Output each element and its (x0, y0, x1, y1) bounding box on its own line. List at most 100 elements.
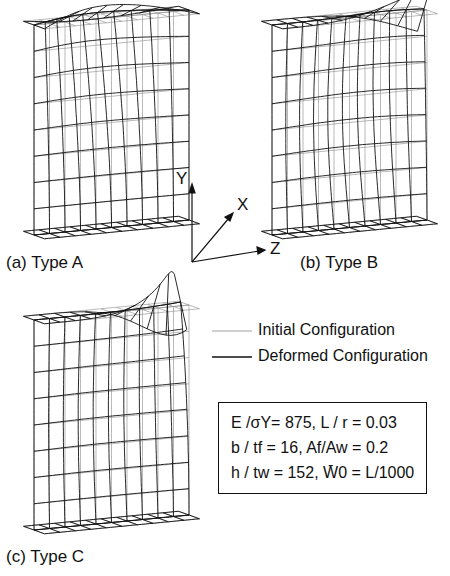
deformed-mesh-line (34, 10, 189, 25)
deformed-mesh-line (34, 383, 186, 399)
initial-mesh-line (34, 436, 189, 451)
initial-mesh-line (34, 168, 189, 183)
deformed-mesh-line (34, 10, 189, 25)
deformed-mesh-line (272, 194, 427, 209)
initial-mesh-line (34, 89, 189, 104)
deformed-mesh-line (262, 21, 283, 29)
deformed-mesh-line (114, 11, 127, 226)
initial-mesh-line (272, 220, 427, 235)
deformed-mesh-line (272, 115, 426, 130)
deformed-mesh-line (34, 489, 189, 504)
initial-mesh-line (34, 141, 189, 156)
deformed-mesh-line (300, 22, 303, 232)
deformed-mesh-line (328, 18, 334, 229)
deformed-mesh-line (283, 0, 431, 29)
deformed-mesh-line (98, 13, 112, 228)
deformed-mesh-line (272, 141, 426, 156)
initial-mesh-line (272, 63, 427, 78)
deformed-mesh-line (418, 0, 431, 31)
axis-label: Y (176, 170, 187, 189)
deformed-mesh-line (78, 315, 80, 525)
initial-mesh-line (272, 220, 427, 235)
deformed-mesh-line (389, 11, 396, 223)
deformed-mesh-line (24, 316, 45, 324)
panel-caption: (b) Type B (300, 254, 378, 273)
deformed-mesh-line (272, 62, 425, 78)
deformed-mesh-line (34, 302, 181, 320)
legend-line-sample (210, 346, 254, 368)
deformed-mesh-line (24, 526, 45, 534)
deformed-mesh-line (34, 515, 189, 530)
girder-type-a (24, 5, 200, 239)
deformed-mesh-line (272, 88, 425, 104)
parameter-text: E /σY= 875, L / r = 0.03 (231, 411, 414, 436)
legend-text: Initial Configuration (258, 321, 395, 339)
legend-line (212, 356, 252, 357)
deformed-mesh-line (34, 515, 189, 530)
deformed-mesh-line (24, 231, 45, 239)
deformed-mesh-line (262, 231, 283, 239)
deformed-mesh-line (34, 220, 189, 235)
deformed-mesh-line (373, 12, 381, 224)
parameter-text: b / tf = 16, Af/Aw = 0.2 (231, 436, 414, 461)
legend-line-sample (210, 320, 254, 342)
deformed-mesh-line (272, 167, 427, 182)
deformed-mesh-line (272, 35, 425, 51)
deformed-mesh-line (24, 21, 45, 29)
deformed-mesh-line (139, 309, 142, 520)
initial-mesh-line (272, 115, 427, 130)
deformed-mesh-line (283, 224, 438, 239)
deformed-mesh-line (45, 224, 200, 239)
deformed-mesh-line (357, 14, 365, 226)
legend-line (212, 331, 252, 332)
deformed-mesh-line (108, 312, 111, 522)
initial-mesh-line (34, 489, 189, 504)
initial-mesh-line (34, 410, 189, 425)
deformed-mesh-line (34, 462, 189, 477)
deformed-mesh-line (34, 89, 189, 104)
initial-mesh-line (272, 194, 427, 209)
deformed-mesh-line (342, 16, 349, 227)
deformed-mesh-line (34, 436, 188, 452)
initial-mesh-line (34, 115, 189, 130)
axis-triad (189, 184, 265, 262)
panel-caption: (c) Type C (6, 548, 84, 567)
initial-mesh-line (34, 36, 189, 51)
deformed-mesh-line (272, 220, 427, 235)
deformed-mesh-line (63, 317, 65, 527)
deformed-mesh-line (34, 141, 189, 156)
deformed-mesh-line (34, 329, 183, 346)
deformed-mesh-line (93, 314, 96, 524)
deformed-mesh-line (124, 310, 127, 521)
deformed-mesh-line (272, 9, 424, 25)
initial-mesh-line (34, 384, 189, 399)
deformed-mesh-line (45, 519, 200, 534)
deformed-mesh-line (286, 24, 288, 234)
initial-mesh-line (34, 463, 189, 478)
parameter-text: h / tw = 152, W̄0 = L/1000 (231, 461, 414, 486)
deformed-mesh-line (24, 216, 179, 231)
deformed-mesh-line (262, 216, 417, 231)
initial-mesh-line (24, 511, 179, 526)
axis-label: Z (270, 240, 280, 259)
initial-mesh-line (272, 141, 427, 156)
deformed-mesh-line (34, 63, 189, 78)
deformed-mesh-line (398, 0, 415, 26)
deformed-mesh-line (34, 302, 181, 320)
deformed-mesh-line (45, 272, 175, 324)
girder-type-b (262, 0, 438, 239)
initial-mesh-line (262, 216, 417, 231)
deformed-mesh-line (24, 511, 179, 526)
initial-mesh-line (34, 63, 189, 78)
deformed-mesh-line (83, 14, 96, 229)
initial-mesh-line (24, 6, 179, 21)
deformed-mesh-line (45, 5, 200, 29)
deformed-mesh-line (181, 302, 189, 515)
parameter-box: E /σY= 875, L / r = 0.03b / tf = 16, Af/… (218, 402, 427, 494)
girder-type-c (24, 272, 200, 534)
deformed-mesh-line (34, 36, 189, 51)
deformed-mesh-line (34, 194, 189, 209)
panel-caption: (a) Type A (6, 254, 83, 273)
deformed-mesh-line (24, 6, 179, 21)
deformed-mesh-line (272, 220, 427, 235)
